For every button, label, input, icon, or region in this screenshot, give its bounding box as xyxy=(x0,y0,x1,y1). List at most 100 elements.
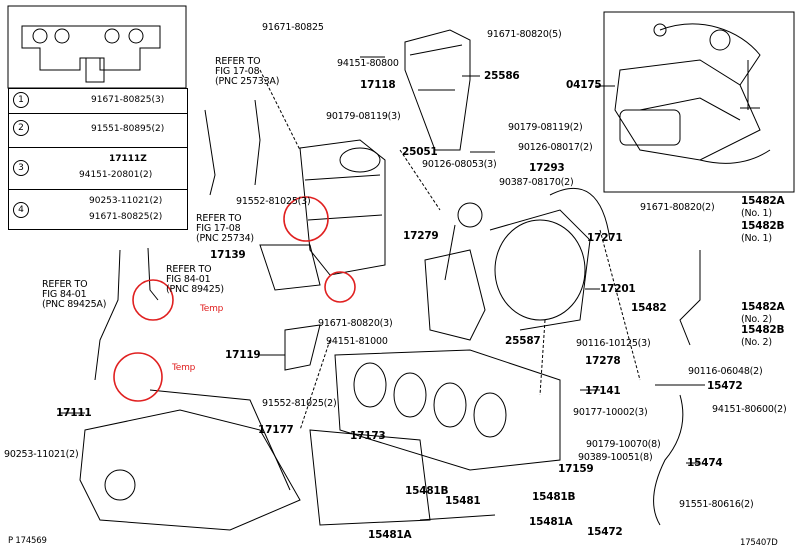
part-label: 17159 xyxy=(558,463,594,475)
part-label: 15472 xyxy=(707,380,743,392)
legend-number: 3 xyxy=(13,160,29,176)
sensor-wire-25733A xyxy=(254,99,261,186)
oil-pipe-15481 xyxy=(419,514,496,521)
footer-right-code: 175407D xyxy=(740,538,778,548)
legend-number: 2 xyxy=(13,120,29,136)
part-label: (No. 1) xyxy=(741,233,772,244)
part-label: 90179-10070(8) xyxy=(586,439,661,450)
oil-pipe-15474 xyxy=(653,394,684,526)
part-label: (No. 1) xyxy=(741,208,772,219)
part-label: 04175 xyxy=(566,79,602,91)
highlight-circle xyxy=(113,352,163,402)
part-label: 90116-10125(3) xyxy=(576,338,651,349)
part-label: 90126-08017(2) xyxy=(518,142,593,153)
part-label: 17141 xyxy=(585,385,621,397)
part-label: 17118 xyxy=(360,79,396,91)
legend-item: 94151-20801(2) xyxy=(79,170,153,180)
part-label: 15482B xyxy=(741,220,785,232)
legend-item: 91671-80825(2) xyxy=(89,212,163,222)
heat-shield-upper xyxy=(404,29,471,151)
part-label: 17278 xyxy=(585,355,621,367)
part-label: 91671-80820(3) xyxy=(318,318,393,329)
temp-annotation: Temp xyxy=(200,304,224,314)
legend-item: 90253-11021(2) xyxy=(89,196,163,206)
part-label: 90389-10051(8) xyxy=(578,452,653,463)
sensor-wire-25734 xyxy=(204,109,216,196)
legend-item: 17111Z xyxy=(109,154,147,164)
part-label: 91552-81025(2) xyxy=(262,398,337,409)
part-label: 15482A xyxy=(741,195,785,207)
part-label: 17271 xyxy=(587,232,623,244)
part-label: 17111 xyxy=(56,407,92,419)
part-label: 15481A xyxy=(529,516,573,528)
sensor-wire-89425 xyxy=(147,247,159,301)
part-label: 25587 xyxy=(505,335,541,347)
part-label: 94151-80800 xyxy=(337,58,399,69)
part-label: 15472 xyxy=(587,526,623,538)
part-label: 15482A xyxy=(741,301,785,313)
legend-row-3: 3 17111Z 94151-20801(2) xyxy=(9,147,187,188)
leader-lines xyxy=(259,69,641,431)
legend-item: 91551-80895(2) xyxy=(91,124,165,134)
part-label: 91671-80820(5) xyxy=(487,29,562,40)
intake-manifold xyxy=(79,409,301,531)
legend-row-2: 2 91551-80895(2) xyxy=(9,113,187,142)
intake-gasket-17177 xyxy=(149,389,291,491)
bracket-17139 xyxy=(259,244,321,291)
part-label: 94151-80600(2) xyxy=(712,404,787,415)
part-label: 90126-08053(3) xyxy=(422,159,497,170)
part-label: 15481A xyxy=(368,529,412,541)
part-label: 25586 xyxy=(484,70,520,82)
temp-sensor-highlights xyxy=(113,196,356,402)
part-label: 90116-06048(2) xyxy=(688,366,763,377)
part-label: 17279 xyxy=(403,230,439,242)
part-label: 90179-08119(2) xyxy=(508,122,583,133)
part-label: 90179-08119(3) xyxy=(326,111,401,122)
part-label: 17119 xyxy=(225,349,261,361)
part-label: 94151-81000 xyxy=(326,336,388,347)
bracket-17119 xyxy=(284,324,321,371)
legend-item: 91671-80825(3) xyxy=(91,95,165,105)
part-label: 15481B xyxy=(405,485,449,497)
manifold-gasket-outline xyxy=(21,25,161,71)
part-label: 15481B xyxy=(532,491,576,503)
part-label: 17201 xyxy=(600,283,636,295)
part-label: (No. 2) xyxy=(741,337,772,348)
part-label: 91551-80616(2) xyxy=(679,499,754,510)
highlight-circle xyxy=(132,279,174,321)
sensor-wire-89425A xyxy=(94,249,121,381)
part-label: 15482B xyxy=(741,324,785,336)
highlight-circle xyxy=(324,271,356,303)
part-label: 15474 xyxy=(687,457,723,469)
temp-annotation: Temp xyxy=(172,363,196,373)
wastegate-actuator xyxy=(457,202,483,228)
oil-pipe-15482 xyxy=(679,250,701,346)
label-leaders xyxy=(60,56,705,464)
part-label: 91671-80820(2) xyxy=(640,202,715,213)
part-label: 15481 xyxy=(445,495,481,507)
legend-number: 1 xyxy=(13,92,29,108)
part-label: 17139 xyxy=(210,249,246,261)
gasket-inset-frame xyxy=(7,5,187,89)
highlight-circle xyxy=(283,196,329,242)
footer-left-code: P 174569 xyxy=(8,536,47,546)
part-label: 90253-11021(2) xyxy=(4,449,79,460)
legend-table: 1 91671-80825(3) 2 91551-80895(2) 3 1711… xyxy=(8,88,188,230)
exhaust-manifold xyxy=(334,349,561,471)
part-label: 91671-80825 xyxy=(262,22,324,33)
legend-row-4: 4 90253-11021(2) 91671-80825(2) xyxy=(9,189,187,230)
part-label: 90387-08170(2) xyxy=(499,177,574,188)
part-label: 15482 xyxy=(631,302,667,314)
part-label: 91552-81025(3) xyxy=(236,196,311,207)
part-label: 17177 xyxy=(258,424,294,436)
turbocharger-housing xyxy=(494,219,586,321)
turbo-assembly-inset-frame xyxy=(603,11,795,193)
part-label: 17173 xyxy=(350,430,386,442)
legend-number: 4 xyxy=(13,202,29,218)
legend-row-1: 1 91671-80825(3) xyxy=(9,89,187,109)
catalytic-converter xyxy=(299,139,386,276)
